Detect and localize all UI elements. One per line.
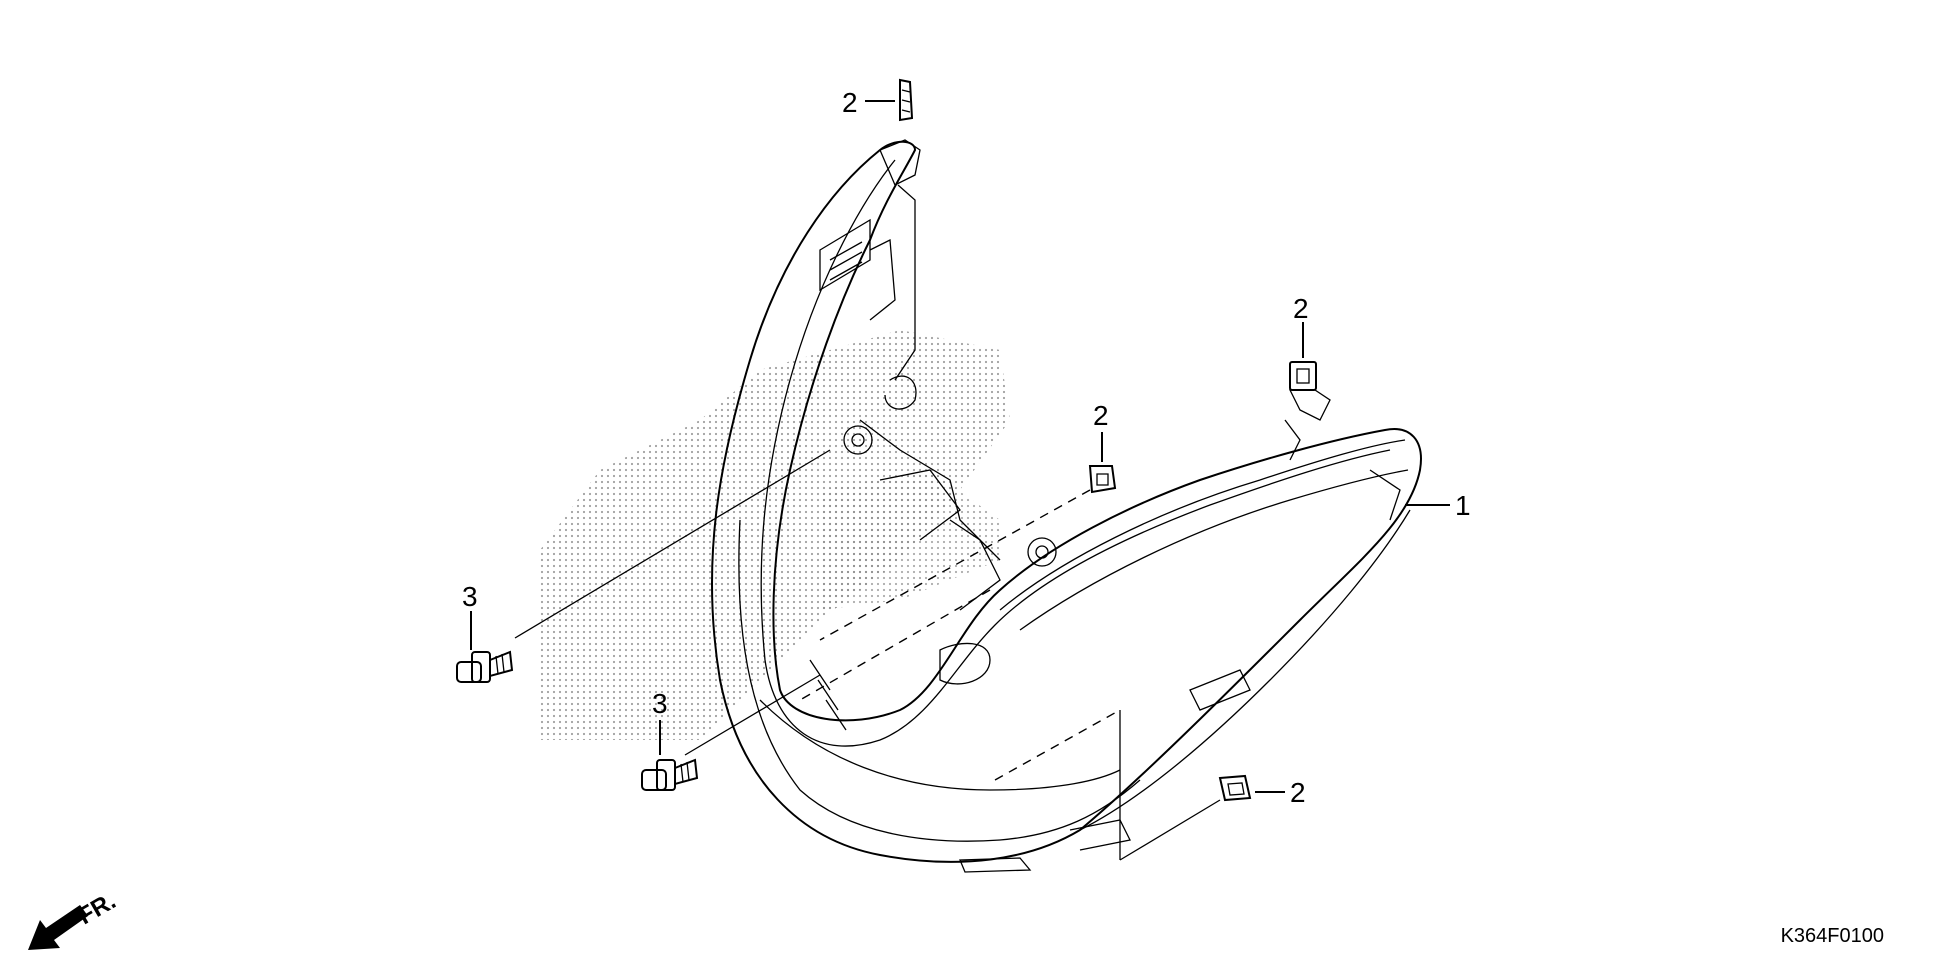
- direction-label: FR.: [74, 887, 121, 930]
- callout-part-2-center: 2: [1093, 400, 1109, 431]
- callout-part-2-right-upper: 2: [1293, 293, 1309, 324]
- front-cover-part: [710, 139, 1422, 873]
- leader-lines: [470, 100, 1450, 861]
- clip-part-top: [899, 78, 914, 122]
- callout-part-1: 1: [1455, 490, 1471, 521]
- callout-part-3-lower: 3: [652, 688, 668, 719]
- bolt-part-lower: [641, 758, 699, 791]
- clip-part-bottom-right: [1218, 774, 1252, 802]
- clip-part-right-upper: [1289, 361, 1317, 391]
- bolt-part-left: [456, 650, 514, 683]
- clip-part-center: [1088, 465, 1117, 494]
- diagram-code: K364F0100: [1780, 925, 1884, 947]
- dot-shading: [540, 330, 1010, 740]
- callout-part-2-bottom-right: 2: [1290, 777, 1306, 808]
- front-direction-arrow-icon: FR.: [28, 887, 120, 950]
- callout-part-3-left: 3: [462, 581, 478, 612]
- callout-part-2-top: 2: [842, 87, 858, 118]
